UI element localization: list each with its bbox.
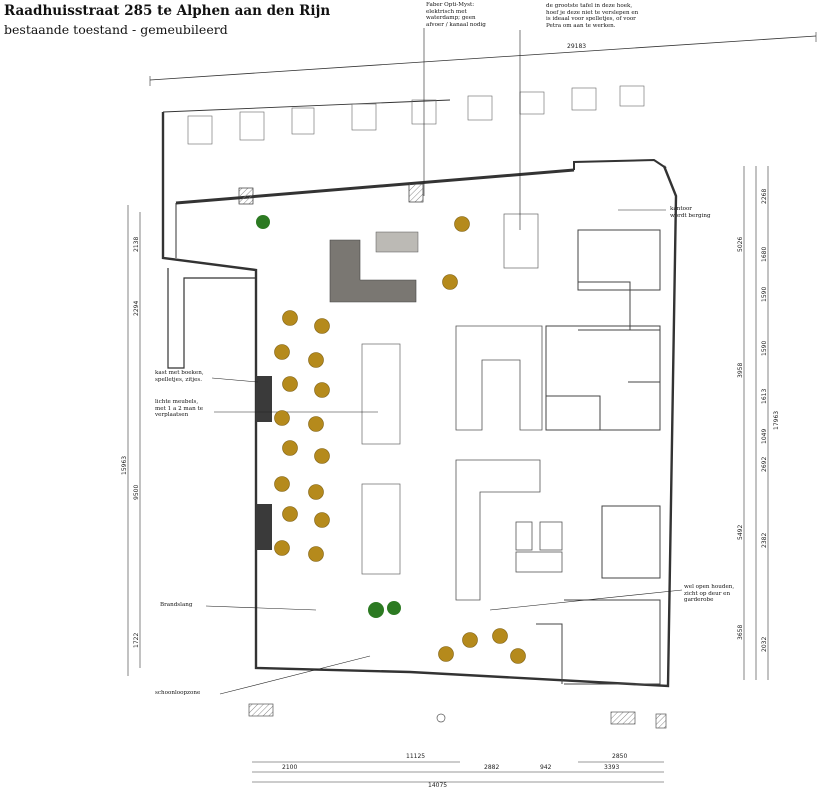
plan-title: Raadhuisstraat 285 te Alphen aan den Rij… <box>4 3 331 19</box>
lounge-chair <box>282 440 298 456</box>
lounge-chair <box>282 376 298 392</box>
lounge-chair <box>510 648 526 664</box>
dimension-label: 1590 <box>761 341 768 356</box>
lounge-chair <box>314 382 330 398</box>
lounge-chair <box>274 344 290 360</box>
lounge-chair <box>282 506 298 522</box>
lounge-chair <box>308 416 324 432</box>
lounge-chair <box>314 512 330 528</box>
dimension-label: 3658 <box>737 625 744 640</box>
lounge-chair <box>282 310 298 326</box>
dimension-label: 2850 <box>612 753 627 760</box>
dimension-label: 11125 <box>406 753 425 760</box>
sofa <box>329 231 419 303</box>
dimension-label: 17963 <box>773 411 780 430</box>
dimension-label: 2268 <box>761 189 768 204</box>
bookcases <box>256 376 272 550</box>
lounge-chair <box>308 484 324 500</box>
dimension-label: 1722 <box>133 633 140 648</box>
note-table: de grootste tafel in deze hoek,hoef je d… <box>546 3 639 29</box>
leader-lines <box>205 28 683 695</box>
dimension-label: 2382 <box>761 533 768 548</box>
lounge-chairs <box>274 216 526 664</box>
lounge-chair <box>454 216 470 232</box>
dimension-label: 15963 <box>121 456 128 475</box>
dimension-lines: 11125 2850 2100 2882 942 3393 14075 2138 2294 950… <box>121 166 780 789</box>
top-dimension: 29183 <box>149 32 817 86</box>
lounge-chair <box>462 632 478 648</box>
lounge-chair <box>274 540 290 556</box>
lounge-chair <box>492 628 508 644</box>
lounge-chair <box>274 410 290 426</box>
dim-top-width: 29183 <box>567 43 586 50</box>
dimension-label: 2882 <box>484 764 499 771</box>
lounge-chair <box>308 546 324 562</box>
dimension-label: 3393 <box>604 764 619 771</box>
note-brandslang: Brandslang <box>160 602 193 608</box>
dimension-label: 1613 <box>761 389 768 404</box>
dimension-label: 1049 <box>761 429 768 444</box>
note-schoonloop: schoonloopzone <box>155 690 201 696</box>
plants <box>256 215 401 618</box>
wall-columns <box>238 183 667 729</box>
dimension-label: 2032 <box>761 637 768 652</box>
lounge-chair <box>314 318 330 334</box>
lounge-chair <box>308 352 324 368</box>
dimension-label: 5026 <box>737 237 744 252</box>
long-tables <box>361 213 539 575</box>
lounge-chair <box>274 476 290 492</box>
dimension-label: 2100 <box>282 764 297 771</box>
right-rooms <box>536 229 661 685</box>
dimension-label: 2138 <box>133 237 140 252</box>
lounge-chair <box>442 274 458 290</box>
dimension-label: 2692 <box>761 457 768 472</box>
outer-walls <box>161 99 678 688</box>
dimension-label: 2294 <box>133 301 140 316</box>
note-kast: kast met boeken,spelletjes, zitjes. <box>155 370 204 383</box>
terrace-furniture <box>187 85 645 145</box>
dimension-label: 9500 <box>133 485 140 500</box>
dimension-label: 1590 <box>761 287 768 302</box>
lounge-chair <box>438 646 454 662</box>
lounge-chair <box>314 448 330 464</box>
plan-subtitle: bestaande toestand - gemeubileerd <box>4 22 228 37</box>
dimension-label: 3958 <box>737 363 744 378</box>
dimension-label: 14075 <box>428 782 447 789</box>
center-counters <box>455 325 563 601</box>
dimension-label: 5492 <box>737 525 744 540</box>
dimension-label: 1680 <box>761 247 768 262</box>
dimension-label: 942 <box>540 764 552 771</box>
